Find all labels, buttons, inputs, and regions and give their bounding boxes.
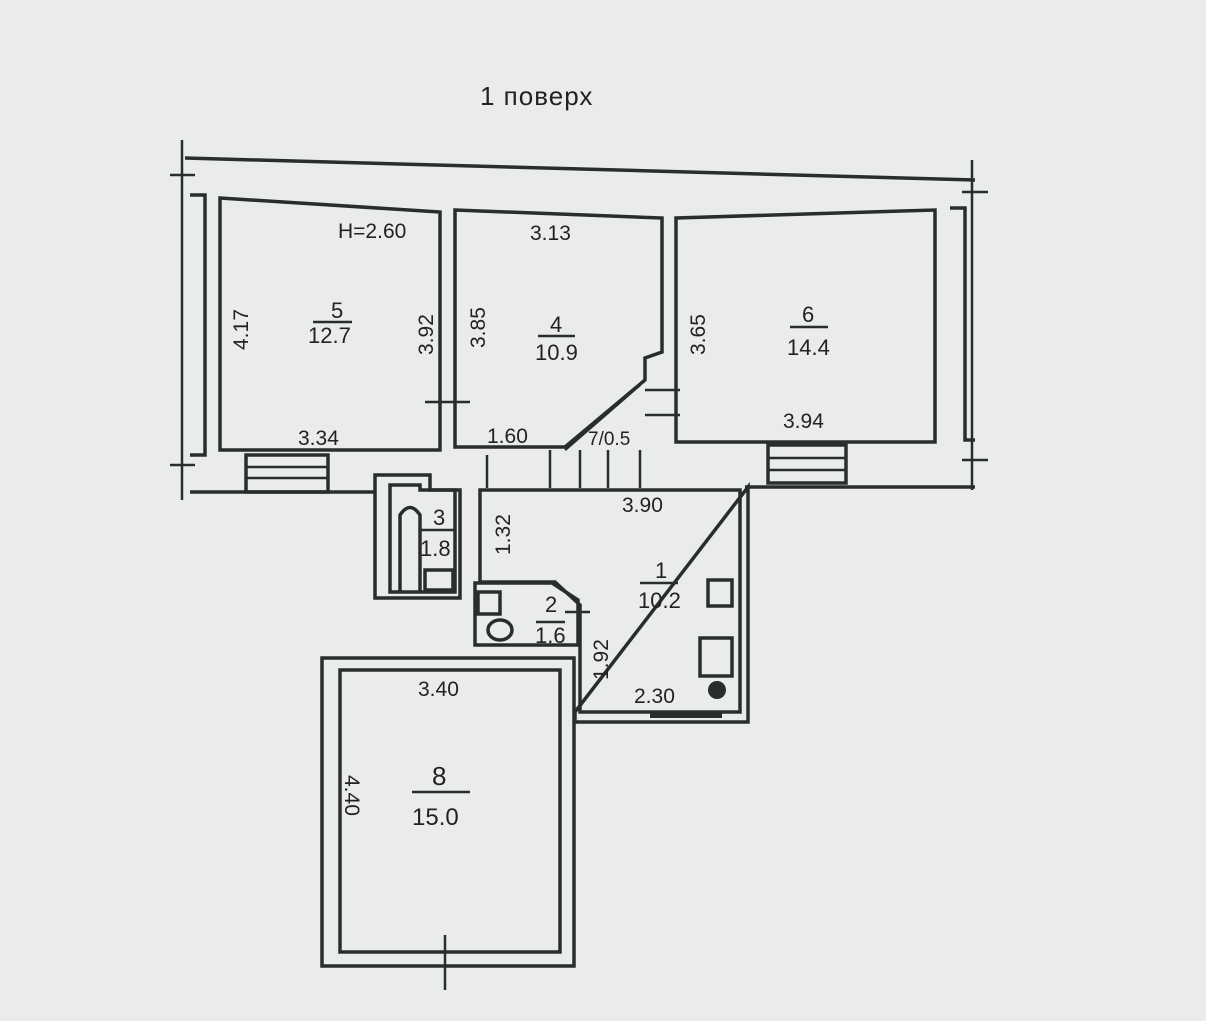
dimension-labels: H=2.60 4.17 3.92 3.34 3.13 3.85 1.60 7/0…	[230, 220, 824, 816]
walls	[170, 140, 988, 990]
dim-room4-bottom: 1.60	[487, 425, 528, 448]
room-4-number: 4	[550, 312, 562, 337]
floor-title: 1 поверх	[480, 81, 593, 111]
room-2-area: 1.6	[535, 623, 566, 648]
room-1-number: 1	[655, 558, 667, 583]
room-8-number: 8	[432, 761, 446, 791]
room-4-area: 10.9	[535, 340, 578, 365]
room-8-area: 15.0	[412, 804, 459, 831]
dim-room4-top: 3.13	[530, 222, 571, 245]
room-2-number: 2	[545, 592, 557, 617]
dim-room1-top: 3.90	[622, 494, 663, 517]
dim-room3-side: 1.32	[492, 514, 515, 555]
dim-room5-right: 3.92	[415, 314, 438, 355]
ceiling-height: H=2.60	[338, 220, 406, 243]
dim-room6-left: 3.65	[687, 314, 710, 355]
dim-room8-left: 4.40	[340, 775, 363, 816]
room-3-number: 3	[433, 505, 445, 530]
room-3-area: 1.8	[420, 536, 451, 561]
dim-room8-top: 3.40	[418, 678, 459, 701]
dim-room2-side: 1.92	[590, 639, 613, 680]
room-6-number: 6	[802, 302, 814, 327]
room-5-area: 12.7	[308, 323, 351, 348]
room-5-number: 5	[331, 298, 343, 323]
room-6-area: 14.4	[787, 335, 830, 360]
room-1-area: 10.2	[638, 588, 681, 613]
room-labels: 5 12.7 4 10.9 6 14.4 1 10.2 2 1.6 3 1.8 …	[308, 298, 830, 831]
dim-room6-bottom: 3.94	[783, 410, 824, 433]
dim-room1-bottom: 2.30	[634, 685, 675, 708]
dim-stair: 7/0.5	[588, 429, 630, 450]
dim-room5-left: 4.17	[230, 309, 253, 350]
dim-room4-left: 3.85	[467, 307, 490, 348]
dim-room5-bottom: 3.34	[298, 427, 339, 450]
